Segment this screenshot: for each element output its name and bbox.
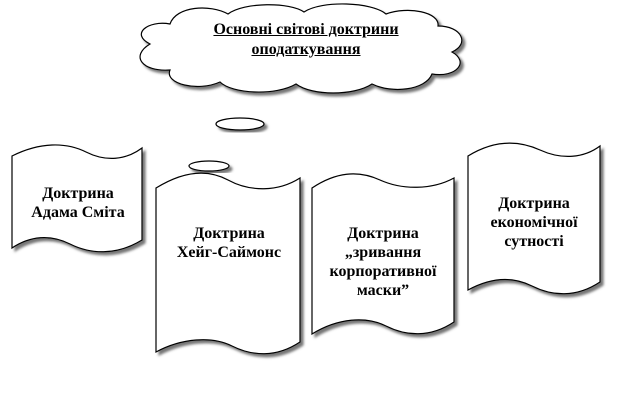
thought-bubble-large [215,117,265,131]
doctrine-banner-4 [467,142,601,295]
doctrine-banner-1 [11,144,143,253]
doctrine-label-4: Доктрина економічної сутності [490,195,578,250]
doctrine-label-3: Доктрина „зривання корпоративної маски” [329,225,437,299]
doctrine-label-1: Доктрина Адама Сміта [31,185,125,221]
doctrine-banner-3 [311,173,455,336]
title-cloud [139,3,463,94]
doctrine-label-2: Доктрина Хейг-Саймонс [176,225,282,261]
doctrine-banner-2 [155,172,301,355]
thought-bubble-medium [188,160,230,172]
diagram-title: Основні світові доктрини оподаткування [213,21,399,58]
